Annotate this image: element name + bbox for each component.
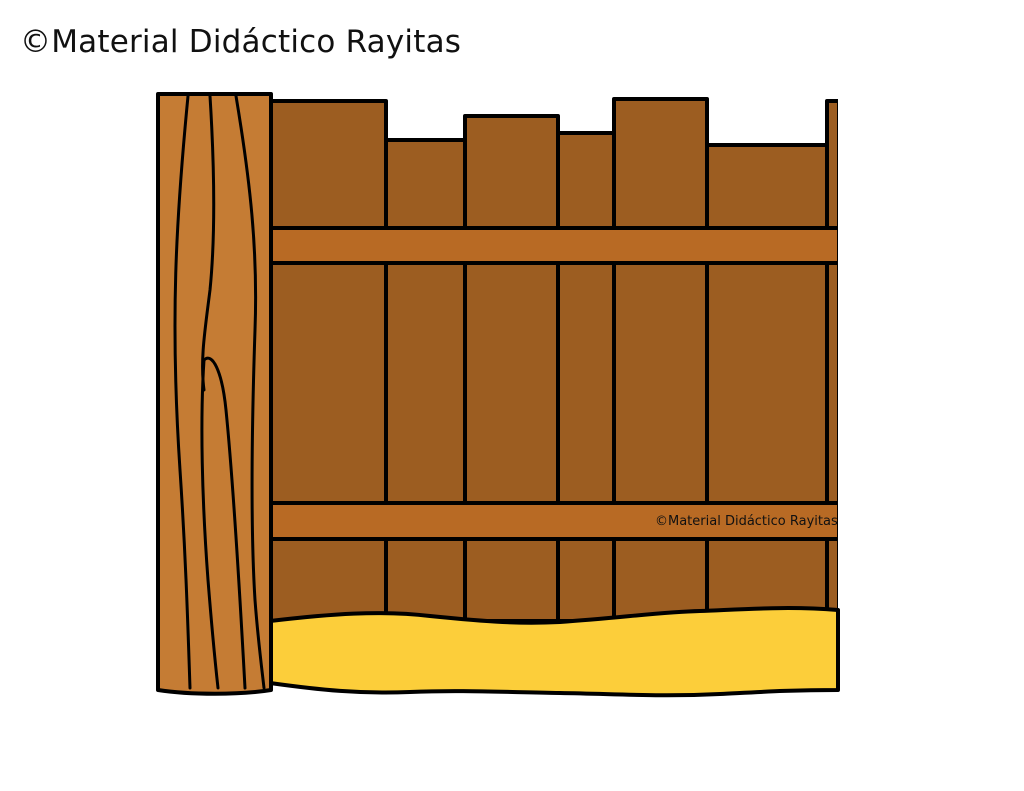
fence-board: [556, 131, 616, 623]
fence-board: [268, 99, 388, 623]
fence-board: [463, 114, 560, 623]
fence-rail-bottom: [268, 501, 841, 541]
fence-board: [825, 99, 841, 623]
copyright-header: ©Material Didáctico Rayitas: [20, 24, 462, 60]
fence-board: [384, 138, 467, 623]
fence-board: [705, 143, 829, 623]
sand-ground: [268, 606, 840, 698]
fence-rails: [268, 226, 841, 541]
fence-rail-top: [268, 226, 841, 265]
fence-boards: [268, 97, 841, 623]
fence-copyright: ©Material Didáctico Rayitas: [655, 514, 838, 529]
wooden-post: [156, 92, 273, 696]
fence-board: [612, 97, 709, 623]
wood-grain: [173, 94, 266, 690]
